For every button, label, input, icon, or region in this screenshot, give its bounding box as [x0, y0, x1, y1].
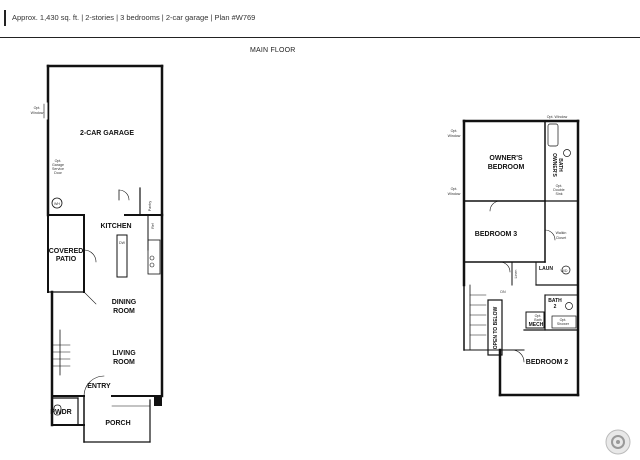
dining-partition-hint: [83, 291, 97, 305]
washer-dryer: [561, 265, 571, 275]
garage-door-swing: [118, 189, 130, 201]
powder-label: PWDR: [50, 409, 71, 416]
owners-door-swing: [489, 200, 501, 212]
left-window-1-label-1: Opt.: [451, 129, 458, 133]
opt-shower-label-1: Opt.: [560, 318, 567, 322]
garage-window-label-2: Window: [31, 111, 44, 115]
porch-column: [154, 396, 162, 406]
opt-shower-label-2: Shower: [557, 322, 570, 326]
down-label: DN: [500, 290, 506, 294]
header-accent-bar: [4, 10, 6, 26]
entry-door-swing: [83, 375, 105, 397]
pantry-label: Pantry: [148, 201, 152, 212]
living-room-label-2: ROOM: [113, 359, 135, 366]
top-window-label: Opt. Window: [547, 115, 568, 119]
dishwasher-label: DW: [119, 241, 126, 245]
service-door-label-3: Service: [52, 167, 64, 171]
left-window-2-label-1: Opt.: [451, 187, 458, 191]
opt-bath-label-2: Bath: [534, 318, 541, 322]
sink-bowl-1: [149, 255, 155, 261]
walkin-closet-label-2: Closet: [556, 236, 566, 240]
double-sink-label-1: Opt.: [556, 184, 563, 188]
floor-title: MAIN FLOOR: [250, 47, 296, 54]
double-sink-label-3: Sink: [556, 192, 563, 196]
double-sink-label-2: Double: [553, 188, 564, 192]
bedroom3-door-swing: [499, 261, 511, 273]
sink-bowl-2: [149, 262, 155, 268]
left-window-2-label-2: Window: [448, 192, 461, 196]
owners-bath-label-2: BATH: [557, 158, 563, 172]
dining-room-label-2: ROOM: [113, 308, 135, 315]
ref-label: Ref: [151, 223, 155, 229]
bath2-toilet: [565, 302, 573, 310]
bath2-shower: [551, 315, 577, 329]
garage-label: 2-CAR GARAGE: [80, 130, 134, 137]
upper-floor-walls: [462, 119, 580, 397]
washer-dryer-label: W/D: [561, 269, 568, 273]
kitchen-island: [116, 234, 128, 278]
mech-closet: [525, 311, 545, 329]
main-floor-walls: [43, 64, 164, 443]
service-door-label-4: Door: [54, 171, 63, 175]
owners-toilet: [563, 149, 571, 157]
service-door-label-2: Garage: [52, 163, 64, 167]
closet-door-swing: [544, 229, 556, 241]
mech-label: MECH: [529, 322, 544, 328]
laundry-label: LAUN: [539, 266, 553, 272]
owners-tub: [547, 123, 559, 147]
water-heater-label: WH: [54, 202, 60, 206]
kitchen-counter-right: [147, 239, 161, 275]
owners-bath-label-1: OWNER'S: [551, 153, 557, 177]
service-door-label-1: Opt.: [55, 159, 62, 163]
living-room-label-1: LIVING: [112, 350, 136, 357]
kitchen-label: KITCHEN: [100, 223, 131, 230]
garage-window-label-1: Opt.: [34, 106, 41, 110]
open-to-below-box: [487, 299, 503, 356]
covered-patio-label-2: PATIO: [56, 256, 77, 263]
open-to-below-label: OPEN TO BELOW: [493, 307, 499, 350]
bedroom2-door-swing: [511, 349, 525, 363]
covered-patio-label-1: COVERED: [49, 248, 84, 255]
walkin-closet-label-1: Walkin: [556, 231, 567, 235]
owners-bedroom-label-1: OWNER'S: [489, 155, 522, 162]
water-heater: [51, 197, 63, 209]
bath-2-label-1: BATH: [548, 298, 562, 304]
plan-header: Approx. 1,430 sq. ft. | 2-stories | 3 be…: [0, 0, 640, 38]
bedroom-2-label: BEDROOM 2: [526, 359, 569, 366]
powder-toilet: [53, 404, 62, 416]
opt-bath-label-1: Opt.: [535, 314, 542, 318]
left-window-1-label-2: Window: [448, 134, 461, 138]
bedroom-3-label: BEDROOM 3: [475, 231, 518, 238]
owners-bedroom-label-2: BEDROOM: [488, 164, 525, 171]
entry-label: ENTRY: [87, 383, 111, 390]
dining-room-label-1: DINING: [112, 299, 137, 306]
patio-door-swing: [83, 249, 97, 263]
bath-2-label-2: 2: [554, 304, 557, 310]
brand-logo-icon: [605, 429, 631, 455]
linen-label: Linen: [514, 270, 518, 279]
porch-label: PORCH: [105, 420, 130, 427]
plan-summary: Approx. 1,430 sq. ft. | 2-stories | 3 be…: [12, 13, 256, 22]
